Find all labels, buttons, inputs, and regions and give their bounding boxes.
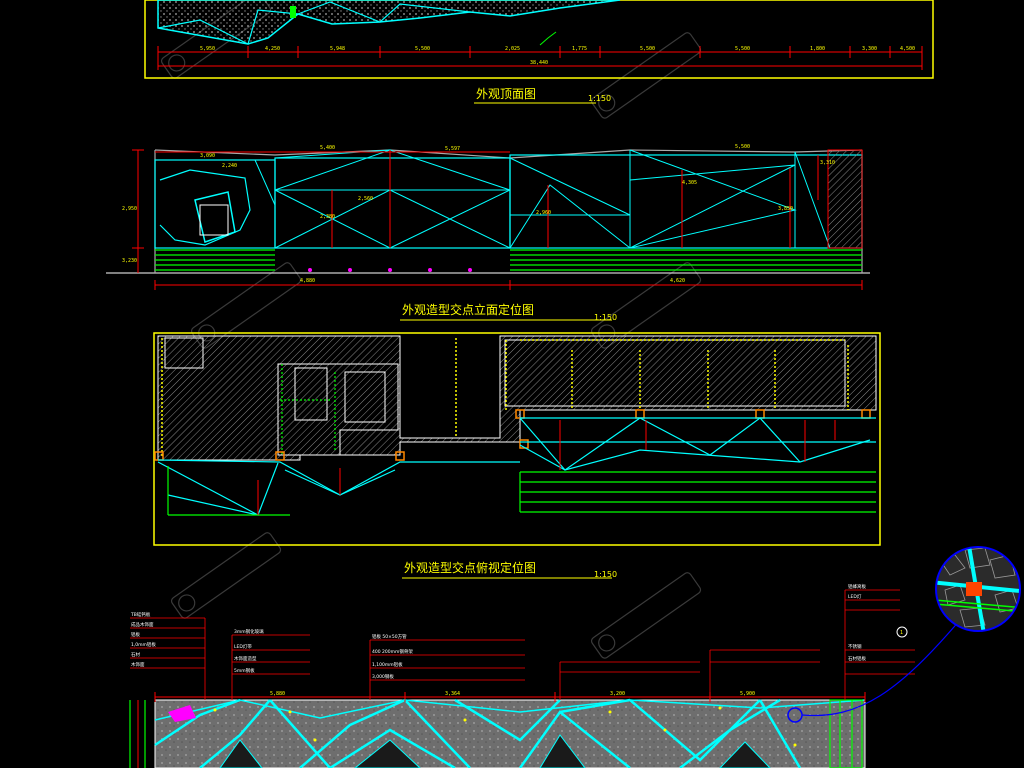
front-dim-2: 5,400 bbox=[320, 145, 335, 151]
top-dim-2: 4,250 bbox=[265, 46, 280, 52]
magnified-detail-circle bbox=[935, 546, 1021, 632]
front-dim-11: 3,310 bbox=[820, 160, 835, 166]
top-dim-total: 38,440 bbox=[530, 60, 548, 66]
left-note-2: 成品木饰面 bbox=[131, 621, 154, 628]
top-dim-1: 5,950 bbox=[200, 46, 215, 52]
left-note-6: 木饰面 bbox=[131, 661, 145, 668]
front-elevation-title: 外观造型交点立面定位图 bbox=[402, 302, 534, 317]
detail-dim-4: 5,900 bbox=[740, 691, 755, 697]
right-note-1: 铝蜂窝板 bbox=[848, 583, 866, 590]
front-dim-6: 2,380 bbox=[320, 214, 335, 220]
detail-bubble bbox=[896, 626, 908, 638]
front-dim-15: 3,230 bbox=[122, 258, 137, 264]
right-note-3: 不锈钢 bbox=[848, 643, 862, 650]
front-elevation-scale: 1:150 bbox=[594, 313, 617, 322]
left-note-1: TB硅钙板 bbox=[130, 611, 151, 618]
front-dim-8: 2,960 bbox=[536, 210, 551, 216]
mid-note-1: 3mm钢化玻璃 bbox=[234, 628, 264, 635]
detail-dim-3: 3,200 bbox=[610, 691, 625, 697]
mid-note-2: LED灯带 bbox=[234, 643, 252, 650]
right-note-4: 石材铝板 bbox=[848, 655, 866, 662]
top-view-frame bbox=[144, 0, 934, 79]
front-dim-9: 3,850 bbox=[778, 206, 793, 212]
detail-dim-1: 5,880 bbox=[270, 691, 285, 697]
mid-note-4: 5mm钢板 bbox=[234, 667, 255, 674]
detail-bubble-label: 1 bbox=[900, 630, 903, 636]
left-note-3: 铝板 bbox=[131, 631, 140, 638]
top-view-drawing: 5,950 4,250 5,948 5,500 2,025 1,775 5,50… bbox=[144, 0, 934, 104]
center-note-4: 3,000钢板 bbox=[372, 673, 394, 680]
top-dim-4: 5,500 bbox=[415, 46, 430, 52]
front-elevation-roofline bbox=[154, 149, 863, 159]
top-view-roof-shape bbox=[157, 0, 621, 45]
front-dim-3: 5,597 bbox=[445, 146, 460, 152]
center-note-1: 铝板 50×50方管 bbox=[372, 633, 407, 640]
front-dim-13: 4,880 bbox=[300, 278, 315, 284]
front-dim-10: 2,240 bbox=[222, 163, 237, 169]
top-dim-7: 5,500 bbox=[640, 46, 655, 52]
plan-view-drawing: 外观造型交点俯视定位图 1:150 bbox=[153, 332, 881, 579]
plan-view-scale: 1:150 bbox=[594, 570, 617, 579]
center-note-2: 400 200mm钢骨架 bbox=[372, 648, 413, 655]
detail-elevation-drawing: 5,880 3,364 3,200 5,900 TB硅钙板 成品木饰面 bbox=[129, 583, 961, 768]
top-dim-6: 1,775 bbox=[572, 46, 587, 52]
front-dim-7: 4,305 bbox=[682, 180, 697, 186]
right-note-2: LED灯 bbox=[848, 593, 862, 600]
top-dim-11: 4,500 bbox=[900, 46, 915, 52]
top-dim-8: 5,500 bbox=[735, 46, 750, 52]
center-note-3: 1,100mm铝板 bbox=[372, 661, 403, 668]
front-dim-14: 4,620 bbox=[670, 278, 685, 284]
left-note-5: 石材 bbox=[131, 651, 140, 658]
left-note-4: 1,0mm铝板 bbox=[131, 641, 156, 648]
plan-view-frame bbox=[153, 332, 881, 546]
top-view-scale: 1:150 bbox=[588, 94, 611, 103]
front-elevation-drawing: 3,090 5,400 5,597 5,500 2,560 2,380 4,30… bbox=[106, 144, 870, 322]
top-dim-10: 3,300 bbox=[862, 46, 877, 52]
front-dim-4: 5,500 bbox=[735, 144, 750, 150]
front-dim-1: 3,090 bbox=[200, 153, 215, 159]
detail-dim-2: 3,364 bbox=[445, 691, 460, 697]
plan-view-title: 外观造型交点俯视定位图 bbox=[404, 560, 536, 575]
front-dim-12: 2,950 bbox=[122, 206, 137, 212]
top-dim-9: 1,800 bbox=[810, 46, 825, 52]
top-dim-5: 2,025 bbox=[505, 46, 520, 52]
mid-note-3: 木饰面造型 bbox=[234, 655, 257, 662]
front-dim-5: 2,560 bbox=[358, 196, 373, 202]
top-view-title: 外观顶面图 bbox=[476, 87, 536, 101]
top-dim-3: 5,948 bbox=[330, 46, 345, 52]
